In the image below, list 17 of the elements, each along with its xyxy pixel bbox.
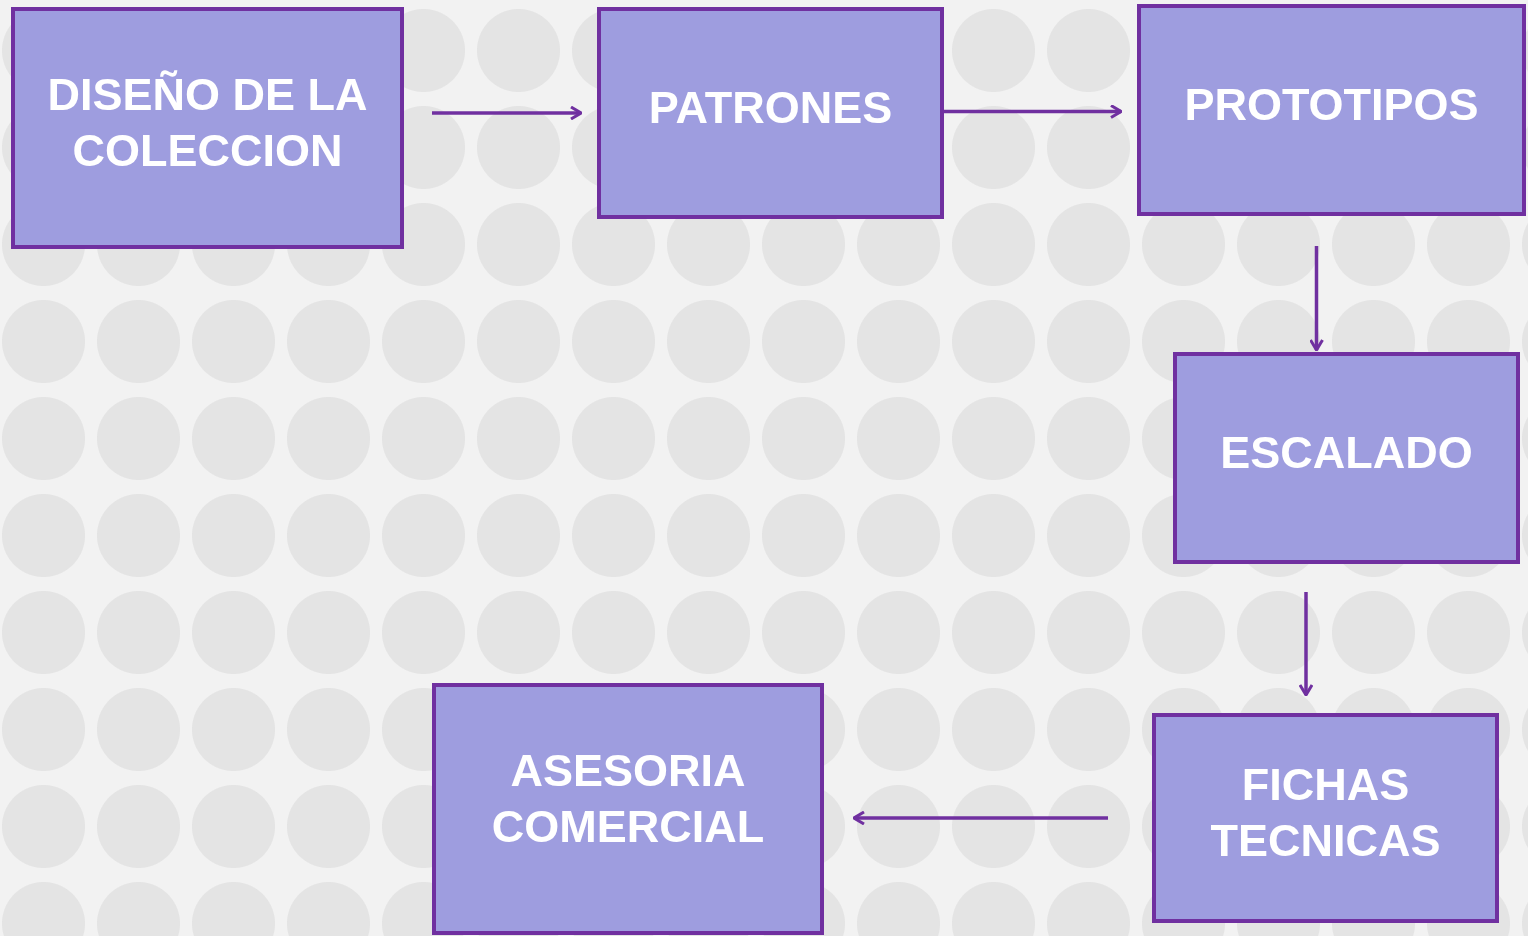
arrow	[432, 105, 583, 121]
process-box	[597, 7, 944, 219]
box-label: FICHAS TECNICAS	[1209, 757, 1442, 868]
arrow	[1309, 246, 1324, 352]
box-label: ASESORIA COMERCIAL	[490, 743, 766, 854]
arrow	[852, 810, 1108, 826]
process-box	[432, 683, 824, 935]
process-box	[1173, 352, 1520, 564]
box-label: PROTOTIPOS	[1184, 77, 1479, 132]
process-box	[1152, 713, 1499, 923]
arrow	[944, 104, 1123, 119]
box-label: DISEÑO DE LA COLECCION	[46, 67, 369, 178]
box-label: PATRONES	[648, 80, 893, 135]
process-box	[1137, 4, 1526, 216]
box-label: ESCALADO	[1220, 425, 1473, 480]
process-box	[11, 7, 404, 249]
arrow	[1298, 592, 1314, 697]
